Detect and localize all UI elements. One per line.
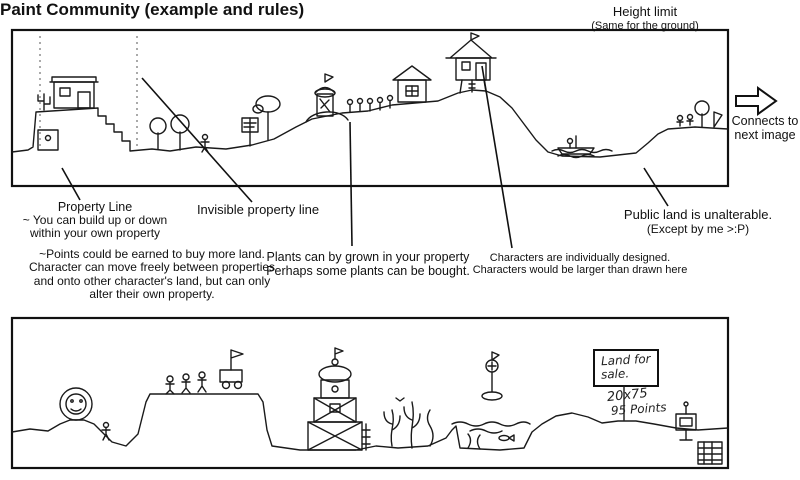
left-house xyxy=(37,76,99,151)
pond xyxy=(451,421,531,450)
note-plants-line2: Perhaps some plants can be bought. xyxy=(266,264,470,278)
pointer-characters xyxy=(481,65,513,249)
note-plants-line1: Plants can by grown in your property xyxy=(266,250,470,264)
note-property-line: Property Line ~ You can build up or down… xyxy=(10,200,180,241)
hut xyxy=(392,65,432,103)
note-points-line1: ~Points could be earned to buy more land… xyxy=(39,247,265,261)
stick-figure xyxy=(200,133,210,153)
top-ground-line xyxy=(11,89,729,158)
note-characters: Characters are individually designed. Ch… xyxy=(455,252,705,277)
property-line-dotted xyxy=(39,36,138,150)
page-title: Paint Community (example and rules) xyxy=(0,0,305,19)
bottom-ground-line xyxy=(11,393,729,451)
hatched-block xyxy=(697,441,723,465)
note-points-line4: alter their own property. xyxy=(89,287,215,302)
height-limit-line2: (Same for the ground) xyxy=(591,19,699,32)
pointer-lines xyxy=(61,65,669,249)
note-characters-line1: Characters are individually designed. xyxy=(489,252,671,264)
trees xyxy=(149,95,281,151)
note-property-line1: Property Line xyxy=(57,200,133,214)
sign-text-line2: sale. xyxy=(600,366,630,382)
easel-sign xyxy=(241,117,259,147)
note-points-line2: Character can move freely between proper… xyxy=(28,260,276,275)
bottom-panel-border xyxy=(10,316,730,470)
note-plants: Plants can by grown in your property Per… xyxy=(258,250,478,278)
note-property-line2: ~ You can build up or down xyxy=(22,213,168,227)
plants-row xyxy=(346,94,394,113)
note-public-line2: (Except by me >:P) xyxy=(646,221,750,236)
connector-label: Connects to next image xyxy=(730,114,800,142)
pointer-public-land xyxy=(643,167,669,207)
connector-line1: Connects to xyxy=(731,114,799,128)
flag-cart xyxy=(219,349,244,390)
walking-figures xyxy=(165,371,207,395)
stilt-house xyxy=(445,32,497,94)
note-public-land: Public land is unalterable. (Except by m… xyxy=(600,207,796,236)
valley-plants xyxy=(383,397,434,449)
public-land-group xyxy=(676,100,723,128)
connector-line2: next image xyxy=(734,128,796,142)
note-public-line1: Public land is unalterable. xyxy=(623,207,773,222)
note-points-line3: and onto other character's land, but can… xyxy=(33,273,271,288)
height-limit-note: Height limit (Same for the ground) xyxy=(575,4,715,32)
water-tower xyxy=(305,73,349,123)
height-limit-line1: Height limit xyxy=(612,4,678,19)
stick-figure-valley xyxy=(101,421,111,441)
pointer-plants xyxy=(349,121,353,247)
note-characters-line2: Characters would be larger than drawn he… xyxy=(472,264,688,277)
note-points-rules: ~Points could be earned to buy more land… xyxy=(2,247,302,302)
floating-buoy xyxy=(481,351,503,401)
boulder-face xyxy=(59,387,93,421)
bottom-panel xyxy=(10,316,730,470)
pointer-property-line xyxy=(61,167,81,201)
cactus-icon xyxy=(37,93,51,111)
top-panel xyxy=(10,28,730,188)
boat xyxy=(557,135,595,155)
note-property-line3: within your own property xyxy=(29,226,161,241)
dome-tower xyxy=(307,347,371,451)
note-invisible-property-line: Invisible property line xyxy=(196,202,320,217)
land-for-sale-sign xyxy=(593,349,659,421)
pointer-invisible-line xyxy=(141,77,253,203)
connector-arrow-icon xyxy=(735,86,778,116)
top-panel-border xyxy=(10,28,730,188)
robot-post xyxy=(675,401,697,441)
